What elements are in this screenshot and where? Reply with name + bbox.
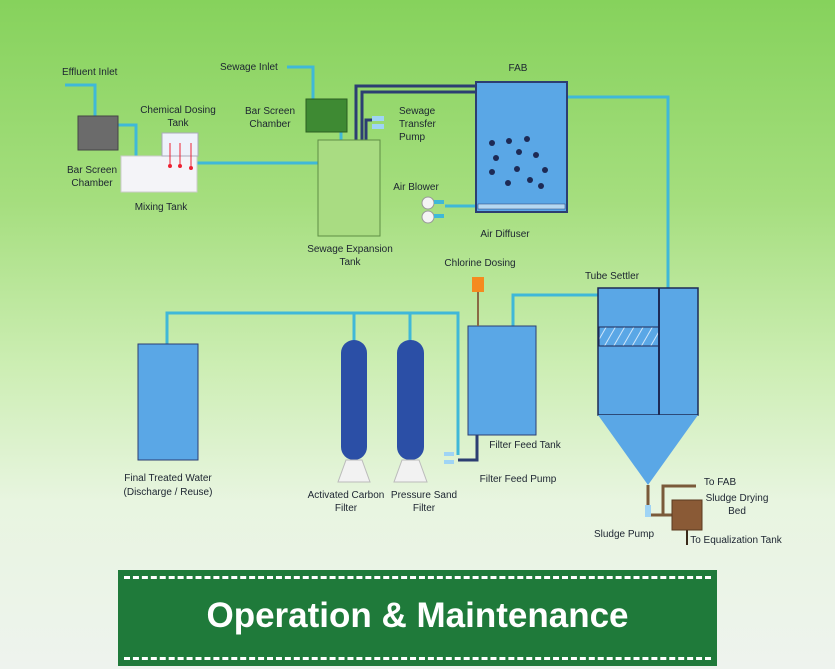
tube-settler <box>597 287 699 485</box>
label-air-blower: Air Blower <box>393 182 439 193</box>
label-bar-screen-2: Chamber <box>249 119 291 130</box>
label-chemical-dosing: Chemical Dosing <box>140 105 216 116</box>
dosing-arrows <box>168 143 193 170</box>
pipes <box>65 65 670 455</box>
transfer-pump <box>372 116 384 121</box>
label-sludge-bed: Sludge Drying <box>706 493 769 504</box>
transfer-pump <box>372 124 384 129</box>
label-to-equalization: To Equalization Tank <box>690 535 783 546</box>
label-air-diffuser: Air Diffuser <box>480 229 530 240</box>
label-mixing-tank: Mixing Tank <box>135 202 189 213</box>
label-expansion-tank: Sewage Expansion <box>307 244 393 255</box>
label-sludge-pump: Sludge Pump <box>594 529 654 540</box>
activated-carbon-filter <box>341 340 367 460</box>
label-transfer-pump: Sewage <box>399 106 436 117</box>
sludge-drying-bed <box>671 499 703 531</box>
label-chemical-dosing: Tank <box>167 118 189 129</box>
sewage-expansion-tank <box>317 139 381 237</box>
pressure-sand-filter <box>397 340 424 460</box>
sludge-pump <box>645 505 651 517</box>
label-sludge-bed: Bed <box>728 506 746 517</box>
air-blower <box>421 196 444 224</box>
navy-pipes <box>354 84 476 140</box>
air-diffuser <box>477 203 566 210</box>
final-treated-water-tank <box>137 343 199 461</box>
label-transfer-pump: Transfer <box>399 119 437 130</box>
filter-feed-pump <box>444 452 454 456</box>
fab-tank <box>475 81 568 213</box>
section-banner: Operation & Maintenance <box>118 570 717 666</box>
label-sewage-inlet: Sewage Inlet <box>220 62 278 73</box>
label-effluent-inlet: Effluent Inlet <box>62 67 118 78</box>
label-carbon-filter: Activated Carbon <box>308 490 385 501</box>
label-sand-filter: Pressure Sand <box>391 490 457 501</box>
label-transfer-pump: Pump <box>399 132 426 143</box>
label-chlorine-dosing: Chlorine Dosing <box>444 258 515 269</box>
filter-feed-tank <box>467 325 537 436</box>
label-carbon-filter: Filter <box>335 503 358 514</box>
label-expansion-tank: Tank <box>339 257 361 268</box>
dashed-divider <box>124 657 711 660</box>
bar-screen-chamber-2 <box>305 98 348 133</box>
label-final-water: Final Treated Water <box>124 473 212 484</box>
label-filter-feed-tank: Filter Feed Tank <box>489 440 562 451</box>
label-final-water: (Discharge / Reuse) <box>124 487 213 498</box>
chlorine-dosing-unit <box>472 277 484 292</box>
label-tube-settler: Tube Settler <box>585 271 640 282</box>
label-bar-screen-1: Bar Screen <box>67 165 117 176</box>
label-bar-screen-2: Bar Screen <box>245 106 295 117</box>
labels: Effluent Inlet Bar Screen Chamber Chemic… <box>62 62 783 546</box>
label-sand-filter: Filter <box>413 503 436 514</box>
label-bar-screen-1: Chamber <box>71 178 113 189</box>
dashed-divider <box>124 576 711 579</box>
filter-feed-pump <box>444 460 454 464</box>
label-fab: FAB <box>509 63 528 74</box>
air-bubbles <box>489 136 548 189</box>
label-to-fab: To FAB <box>704 477 737 488</box>
label-filter-feed-pump: Filter Feed Pump <box>480 474 557 485</box>
mixing-tank <box>120 155 198 193</box>
banner-title: Operation & Maintenance <box>206 596 629 635</box>
bar-screen-chamber-1 <box>77 115 119 151</box>
